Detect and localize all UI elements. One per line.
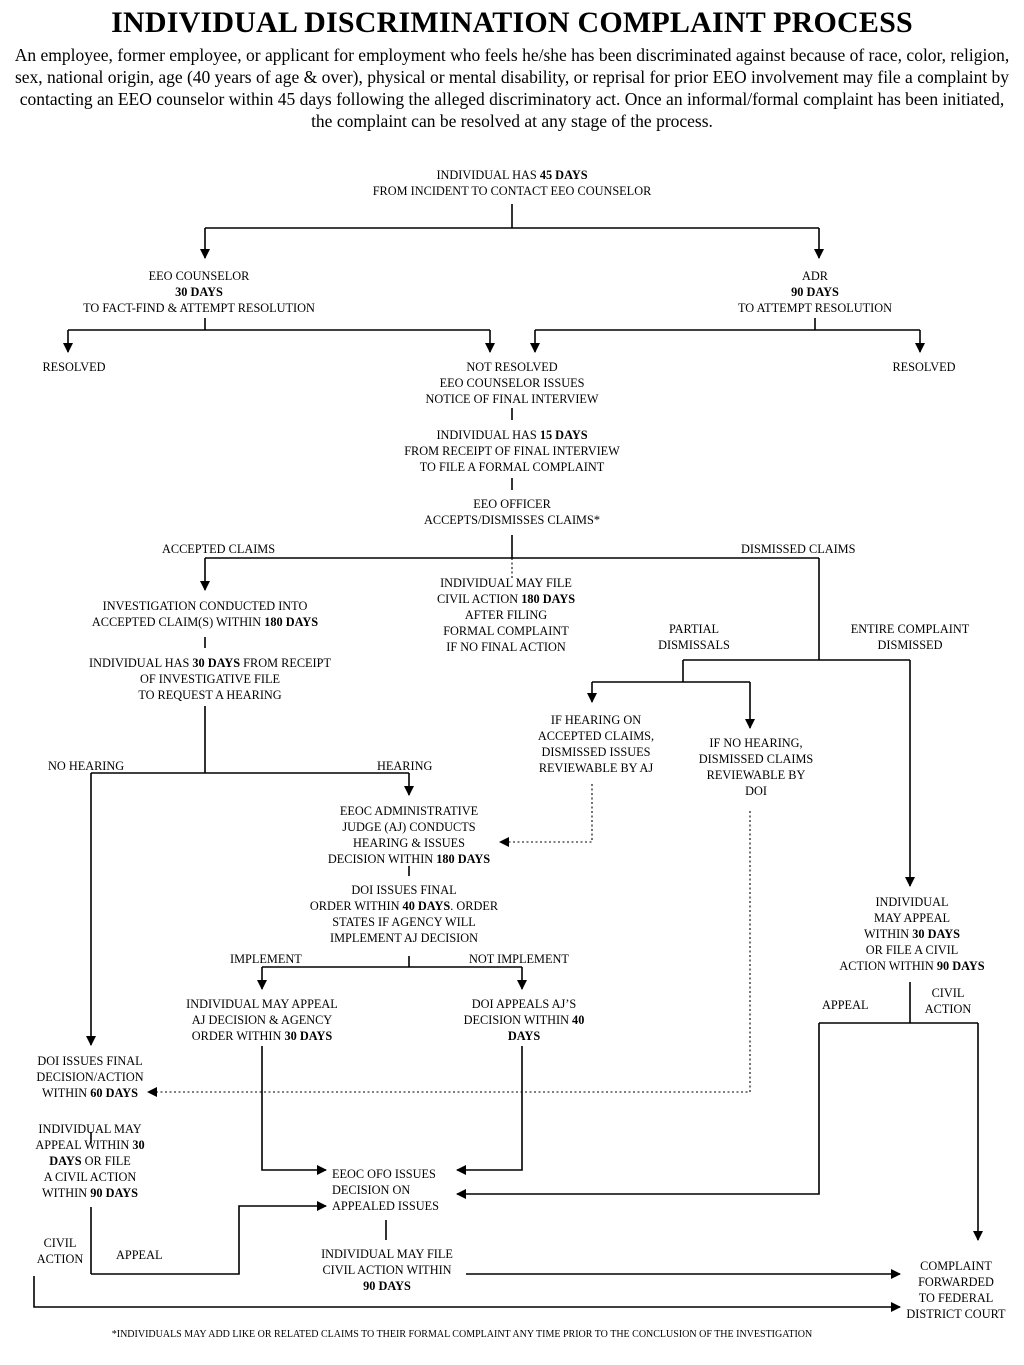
- label-dismissed-claims: DISMISSED CLAIMS: [741, 542, 856, 556]
- node-doi-final-decision: DOI ISSUES FINAL DECISION/ACTION WITHIN …: [36, 1054, 144, 1100]
- label-accepted-claims: ACCEPTED CLAIMS: [162, 542, 276, 556]
- node-partial-dismissals: PARTIAL DISMISSALS: [658, 622, 730, 652]
- node-investigation: INVESTIGATION CONDUCTED INTO ACCEPTED CL…: [91, 599, 319, 629]
- node-entire-appeal-or-civil: INDIVIDUAL MAY APPEAL WITHIN 30 DAYS OR …: [839, 895, 985, 973]
- node-if-hearing: IF HEARING ON ACCEPTED CLAIMS, DISMISSED…: [537, 713, 655, 775]
- label-appeal-left: APPEAL: [116, 1248, 163, 1262]
- node-resolved-right: RESOLVED: [892, 360, 956, 374]
- node-eeoc-ofo: EEOC OFO ISSUES DECISION ON APPEALED ISS…: [332, 1167, 439, 1213]
- label-hearing: HEARING: [377, 759, 433, 773]
- node-entire-complaint-dismissed: ENTIRE COMPLAINT DISMISSED: [850, 622, 970, 652]
- label-no-hearing: NO HEARING: [48, 759, 125, 773]
- intro-paragraph: An employee, former employee, or applica…: [14, 45, 1010, 131]
- node-if-no-hearing: IF NO HEARING, DISMISSED CLAIMS REVIEWAB…: [698, 736, 814, 798]
- node-eeo-counselor: EEO COUNSELOR 30 DAYS TO FACT-FIND & ATT…: [83, 269, 315, 315]
- node-not-resolved: NOT RESOLVED EEO COUNSELOR ISSUES NOTICE…: [425, 360, 599, 406]
- node-civil-action-180: INDIVIDUAL MAY FILE CIVIL ACTION 180 DAY…: [436, 576, 576, 654]
- node-resolved-left: RESOLVED: [42, 360, 106, 374]
- page-title: INDIVIDUAL DISCRIMINATION COMPLAINT PROC…: [111, 6, 913, 39]
- node-file-formal-complaint: INDIVIDUAL HAS 15 DAYS FROM RECEIPT OF F…: [404, 428, 620, 474]
- label-appeal-right: APPEAL: [822, 998, 869, 1012]
- label-civil-action-left: CIVIL ACTION: [36, 1236, 84, 1266]
- node-left-appeal-or-civil: INDIVIDUAL MAY APPEAL WITHIN 30 DAYS OR …: [35, 1122, 145, 1200]
- footnote: *INDIVIDUALS MAY ADD LIKE OR RELATED CLA…: [111, 1329, 813, 1340]
- node-civil-action-90: INDIVIDUAL MAY FILE CIVIL ACTION WITHIN …: [321, 1247, 453, 1293]
- label-civil-action-right: CIVIL ACTION: [924, 986, 972, 1016]
- node-aj-hearing: EEOC ADMINISTRATIVE JUDGE (AJ) CONDUCTS …: [327, 804, 491, 866]
- node-doi-appeals: DOI APPEALS AJ’S DECISION WITHIN 40 DAYS: [463, 997, 585, 1043]
- label-not-implement: NOT IMPLEMENT: [469, 952, 569, 966]
- node-request-hearing: INDIVIDUAL HAS 30 DAYS FROM RECEIPT OF I…: [89, 656, 331, 702]
- node-adr: ADR 90 DAYS TO ATTEMPT RESOLUTION: [738, 269, 892, 315]
- node-federal-court: COMPLAINT FORWARDED TO FEDERAL DISTRICT …: [906, 1259, 1006, 1321]
- node-start: INDIVIDUAL HAS 45 DAYS FROM INCIDENT TO …: [372, 168, 652, 198]
- node-eeo-officer: EEO OFFICER ACCEPTS/DISMISSES CLAIMS*: [424, 497, 600, 527]
- label-implement: IMPLEMENT: [230, 952, 302, 966]
- node-individual-appeal-aj: INDIVIDUAL MAY APPEAL AJ DECISION & AGEN…: [186, 997, 338, 1043]
- node-doi-final-order: DOI ISSUES FINAL ORDER WITHIN 40 DAYS. O…: [309, 883, 499, 945]
